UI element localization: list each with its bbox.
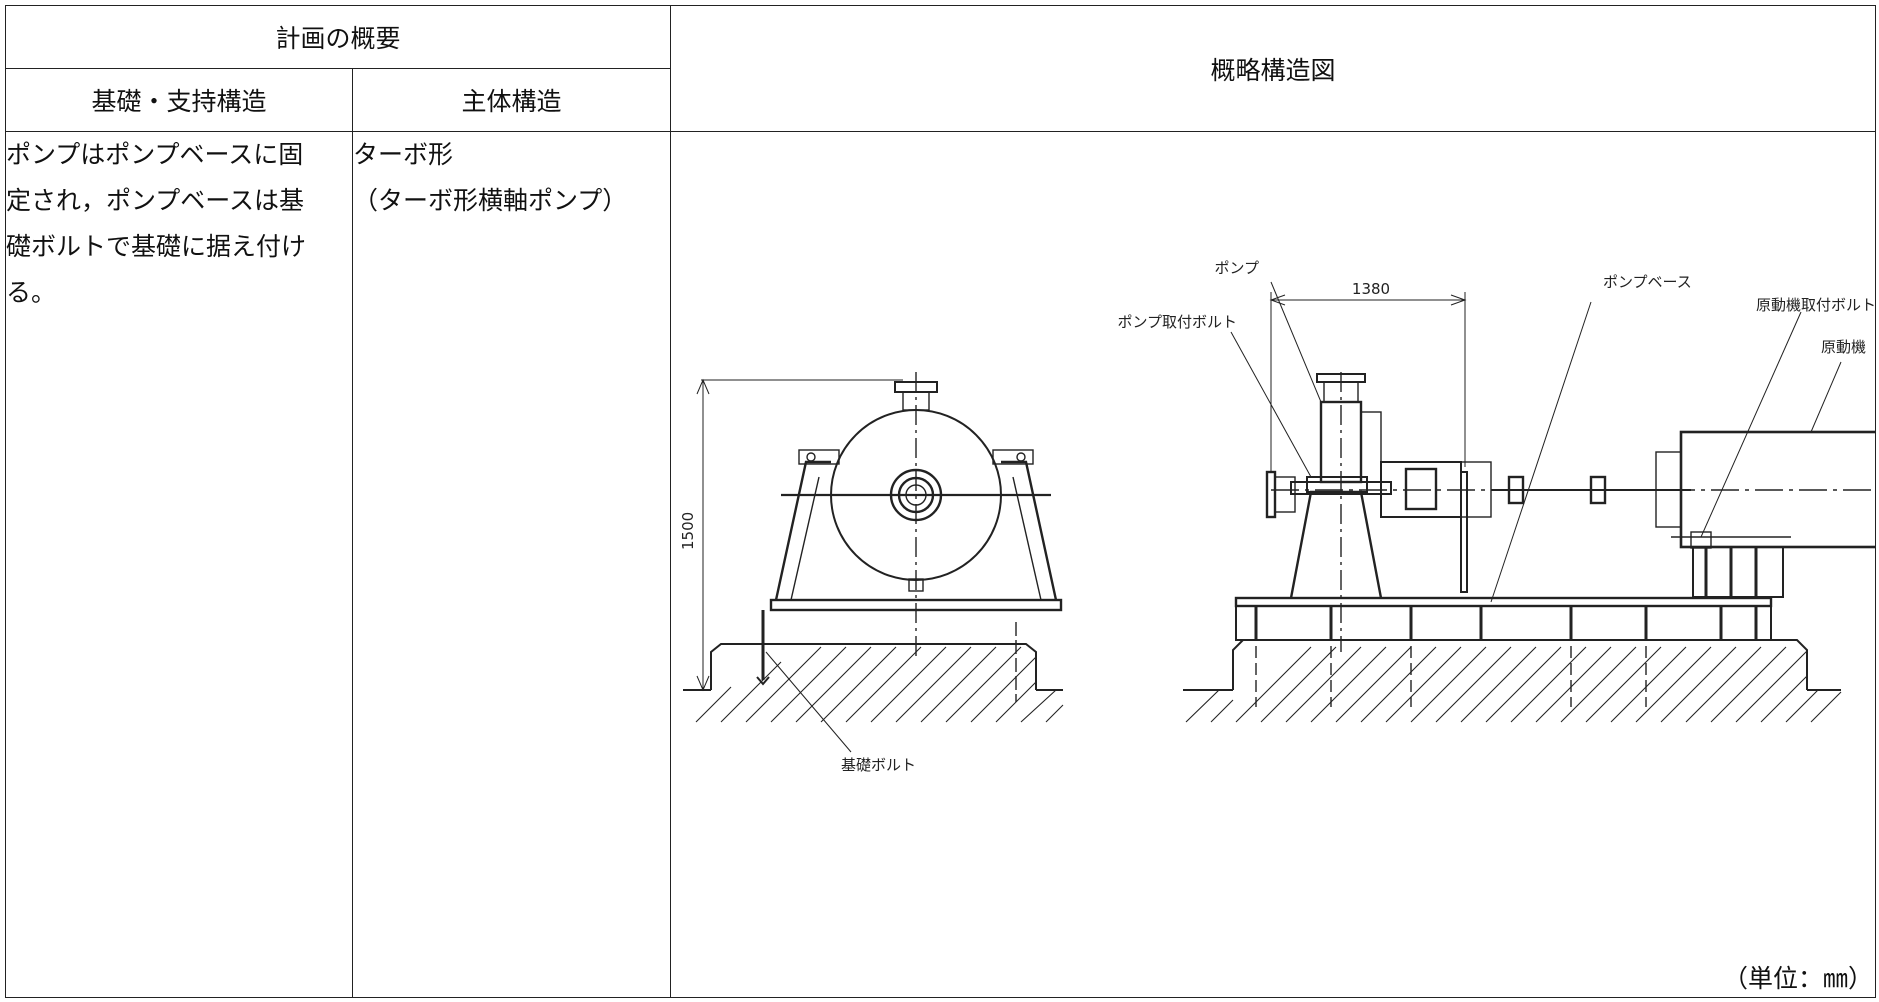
foundation-description: ポンプはポンプベースに固 定され，ポンプベースは基 礎ボルトで基礎に据え付け る…: [5, 131, 353, 998]
plan-overview-header: 計画の概要: [5, 5, 671, 69]
pump-base-label: ポンプベース: [1603, 273, 1692, 291]
schematic-drawing-cell: 1500 1380 ポンプ ポンプ取付ボルト ポンプベース 原動機取付ボルト 原…: [670, 131, 1876, 998]
main-structure-header: 主体構造: [352, 68, 671, 132]
motor-mounting-bolt-label: 原動機取付ボルト: [1756, 296, 1876, 314]
unit-note: （単位：㎜）: [1722, 964, 1873, 993]
pump-mounting-bolt-label: ポンプ取付ボルト: [1117, 313, 1237, 331]
motor-label: 原動機: [1821, 338, 1866, 356]
pump-end-view: [683, 372, 1064, 753]
foundation-bolt-label: 基礎ボルト: [841, 756, 916, 774]
main-structure-description: ターボ形 （ターボ形横軸ポンプ）: [352, 131, 671, 998]
pump-side-view: [1183, 281, 1876, 723]
foundation-support-header: 基礎・支持構造: [5, 68, 353, 132]
structure-table: 計画の概要 概略構造図 基礎・支持構造 主体構造 ポンプはポンプベースに固 定さ…: [5, 5, 1876, 998]
diagram-header: 概略構造図: [670, 5, 1876, 132]
pump-label: ポンプ: [1214, 259, 1259, 277]
height-dimension-label: 1500: [679, 512, 697, 550]
pump-schematic-drawing: 1500 1380 ポンプ ポンプ取付ボルト ポンプベース 原動機取付ボルト 原…: [679, 259, 1876, 774]
length-dimension-label: 1380: [1352, 280, 1390, 298]
